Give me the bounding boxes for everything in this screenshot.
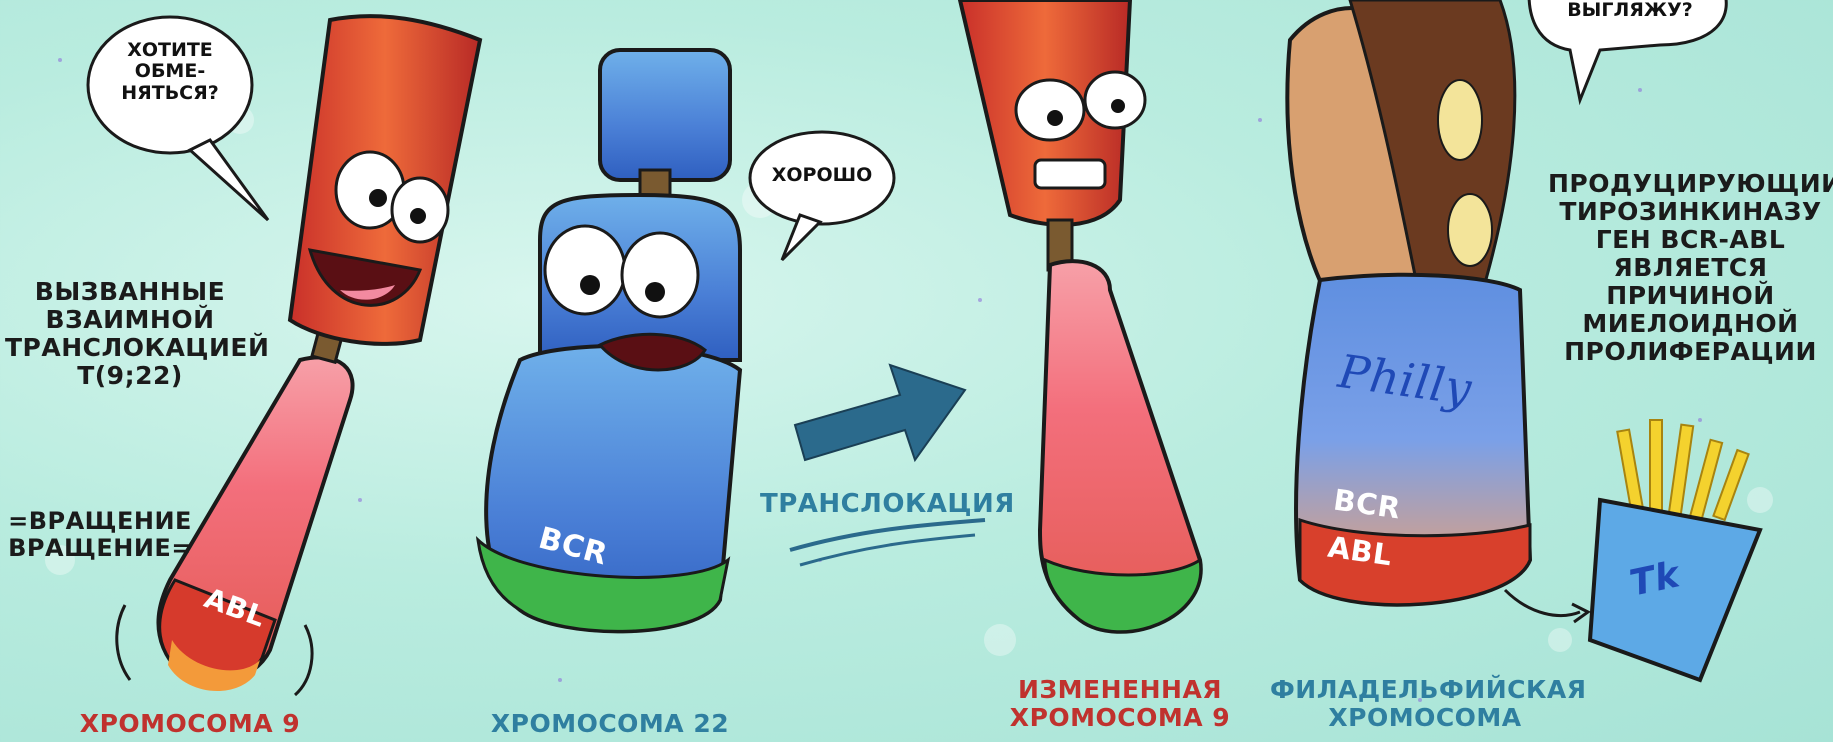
bubble-text-philly: ВЫГЛЯЖУ? bbox=[1555, 0, 1705, 21]
left-caption: ВЫЗВАННЫЕ ВЗАИМНОЙ ТРАНСЛОКАЦИЕЙ T(9;22) bbox=[5, 278, 255, 390]
translocation-arrow bbox=[790, 365, 985, 565]
right-caption: ПРОДУЦИРУЮЩИИ ТИРОЗИНКИНАЗУ ГЕН BCR-ABL … bbox=[1548, 170, 1833, 366]
changed-chromosome-9-figure bbox=[960, 0, 1201, 632]
speech-bubble-chromosome22 bbox=[750, 132, 894, 260]
fries-box-figure bbox=[1505, 420, 1760, 680]
label-chromosome-9: ХРОМОСОМА 9 bbox=[75, 710, 305, 738]
bubble-text-offer: ХОТИТЕ ОБМЕ- НЯТЬСЯ? bbox=[104, 40, 236, 104]
label-changed-chromosome-9: ИЗМЕНЕННАЯ ХРОМОСОМА 9 bbox=[1000, 676, 1240, 732]
bubble-text-ok: ХОРОШО bbox=[762, 165, 882, 186]
label-philadelphia-chromosome: ФИЛАДЕЛЬФИЙСКАЯ ХРОМОСОМА bbox=[1270, 676, 1580, 732]
arrow-label: ТРАНСЛОКАЦИЯ bbox=[760, 490, 1000, 519]
rotation-caption: =ВРАЩЕНИЕ ВРАЩЕНИЕ= bbox=[0, 508, 200, 562]
label-chromosome-22: ХРОМОСОМА 22 bbox=[480, 710, 740, 738]
